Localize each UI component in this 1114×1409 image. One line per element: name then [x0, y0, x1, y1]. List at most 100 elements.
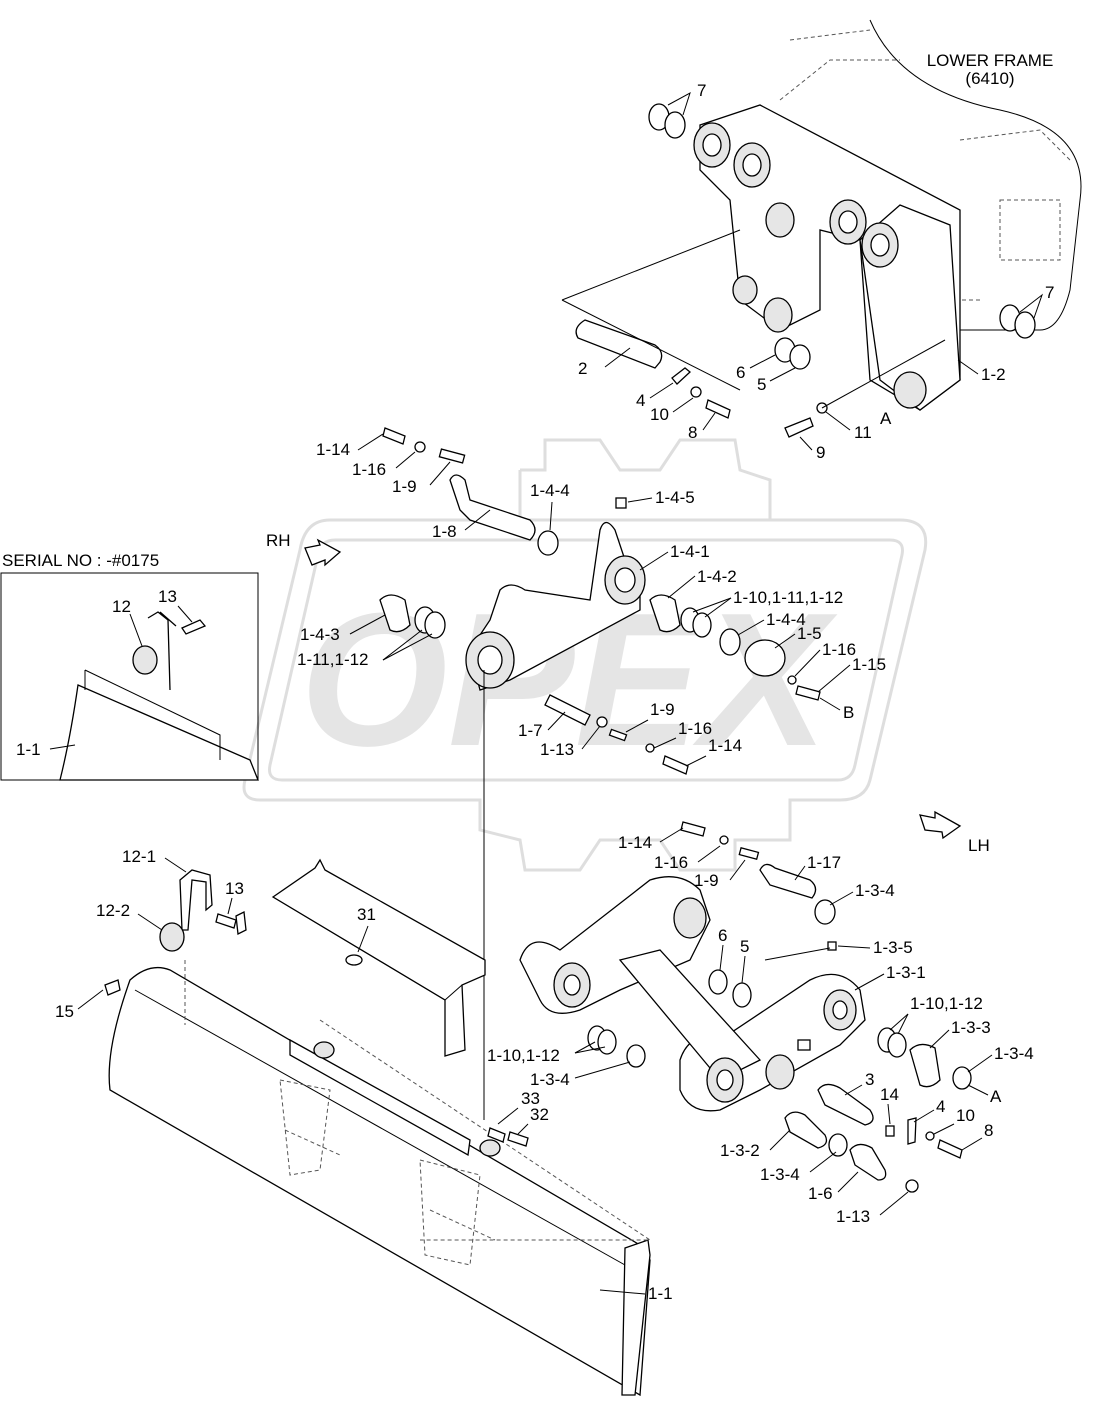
callout-1-3-2: 1-3-2: [720, 1141, 760, 1160]
callout-3: 3: [865, 1070, 874, 1089]
callout-1-3-4-d: 1-3-4: [760, 1165, 800, 1184]
serial-inset: SERIAL NO : -#0175 12 13 1-1: [0, 551, 259, 781]
callout-1-3-1: 1-3-1: [886, 963, 926, 982]
callout-10-bottom: 10: [956, 1106, 975, 1125]
blade-1-1: 1-1: [108, 960, 673, 1397]
callout-32: 32: [530, 1105, 549, 1124]
lower-frame-hidden-lines: [779, 29, 1071, 301]
handle-12-1: [179, 869, 213, 931]
callout-1-13-b: 1-13: [836, 1207, 870, 1226]
callout-A-top: A: [880, 409, 892, 428]
callout-1-9-a: 1-9: [392, 477, 417, 496]
callout-7-top: 7: [697, 81, 706, 100]
watermark-gear: [242, 438, 928, 872]
bushing-1-3-2: [784, 1111, 828, 1149]
callout-1-16-b: 1-16: [822, 640, 856, 659]
knob-12-2: [159, 922, 185, 952]
callout-1-10-1-12-right: 1-10,1-12: [910, 994, 983, 1013]
bolt-33: [487, 1127, 506, 1143]
handle-assembly: 12-1 12-2 13 15 33 32: [55, 847, 549, 1147]
callout-1-4-2: 1-4-2: [697, 567, 737, 586]
callout-8-top: 8: [688, 423, 697, 442]
callout-5-bottom: 5: [740, 937, 749, 956]
callout-4-bottom: 4: [936, 1097, 945, 1116]
callout-12-2: 12-2: [96, 901, 130, 920]
callout-1-17: 1-17: [807, 853, 841, 872]
callout-1-16-d: 1-16: [654, 853, 688, 872]
callout-5-top: 5: [757, 375, 766, 394]
callout-12-1: 12-1: [122, 847, 156, 866]
callout-8-bottom: 8: [984, 1121, 993, 1140]
callout-1-1-inset: 1-1: [16, 740, 41, 759]
pin-1-7: [544, 694, 591, 726]
callout-9: 9: [816, 443, 825, 462]
callout-1-14-a: 1-14: [316, 440, 350, 459]
callout-1-7: 1-7: [518, 721, 543, 740]
callout-1-6: 1-6: [808, 1184, 833, 1203]
callout-B: B: [843, 703, 854, 722]
callout-1-3-4-c: 1-3-4: [530, 1070, 570, 1089]
bracket-1-2: [693, 104, 961, 411]
lower-frame-code: (6410): [965, 69, 1014, 88]
callout-1-2: 1-2: [981, 365, 1006, 384]
callout-14: 14: [880, 1085, 899, 1104]
callout-1-3-5: 1-3-5: [873, 938, 913, 957]
callout-1-16-c: 1-16: [678, 719, 712, 738]
callout-1-15: 1-15: [852, 655, 886, 674]
callout-12: 12: [112, 597, 131, 616]
callout-1-4-1: 1-4-1: [670, 542, 710, 561]
callout-1-4-3: 1-4-3: [300, 625, 340, 644]
lower-callouts: 1-14 1-16 1-9 1-17 1-3-4 6 5 1-3-5 1-3-1…: [487, 827, 1034, 1226]
callout-1-14-b: 1-14: [708, 736, 742, 755]
callout-1-13-a: 1-13: [540, 740, 574, 759]
pin-1-6: [849, 1143, 887, 1181]
callout-31: 31: [357, 905, 376, 924]
callout-4-top: 4: [636, 391, 645, 410]
pin-3: [817, 1083, 874, 1126]
callout-1-3-4-a: 1-3-4: [855, 881, 895, 900]
fasteners-top: 4 10 8 11 A 9 1-2: [636, 339, 1006, 462]
serial-label: SERIAL NO : -#0175: [2, 551, 159, 570]
callout-1-16-a: 1-16: [352, 460, 386, 479]
rings-6-5-top: 6 5: [736, 337, 811, 394]
callout-1-14-c: 1-14: [618, 833, 652, 852]
callout-6-bottom: 6: [718, 926, 727, 945]
inset-blade: [59, 684, 259, 781]
rh-label: RH: [266, 531, 291, 550]
bushing-1-4-3: [379, 594, 411, 633]
middle-callouts: 1-14 1-16 1-9 1-8 1-4-4 1-4-5 1-4-1 1-4-…: [297, 433, 886, 767]
leader-pin-2: [561, 229, 741, 301]
lower-frame-label: LOWER FRAME: [927, 51, 1054, 70]
callout-1-3-4-b: 1-3-4: [994, 1044, 1034, 1063]
bushing-1-3-3: [909, 1043, 941, 1088]
seal-rings-7: 7 7: [648, 81, 1054, 339]
guard-31: 31: [271, 858, 486, 1057]
pin-1-17: [759, 863, 817, 899]
callout-2: 2: [578, 359, 587, 378]
callout-1-4-5: 1-4-5: [655, 488, 695, 507]
callout-10-top: 10: [650, 405, 669, 424]
callout-7-right: 7: [1045, 283, 1054, 302]
lower-frame-boundary: [869, 19, 1082, 331]
lh-arrow-icon: [919, 810, 962, 840]
callout-6-top: 6: [736, 363, 745, 382]
callout-1-4-4-b: 1-4-4: [766, 610, 806, 629]
callout-1-5: 1-5: [797, 624, 822, 643]
callout-1-8: 1-8: [432, 522, 457, 541]
callout-1-1-blade: 1-1: [648, 1284, 673, 1303]
callout-1-10-1-12-left: 1-10,1-12: [487, 1046, 560, 1065]
callout-1-11-1-12: 1-11,1-12: [297, 650, 369, 669]
direction-rh: RH: [266, 531, 342, 567]
callout-1-10-1-11-1-12: 1-10,1-11,1-12: [733, 588, 843, 607]
callout-1-3-3: 1-3-3: [951, 1018, 991, 1037]
callout-A-bottom: A: [990, 1087, 1002, 1106]
lh-label: LH: [968, 836, 990, 855]
pin-1-8: [449, 474, 536, 541]
link-assembly-1-4: [379, 427, 821, 1120]
callout-1-4-4-a: 1-4-4: [530, 481, 570, 500]
direction-lh: LH: [919, 810, 990, 855]
callout-13: 13: [225, 879, 244, 898]
lower-frame-outline: LOWER FRAME (6410): [779, 19, 1082, 331]
